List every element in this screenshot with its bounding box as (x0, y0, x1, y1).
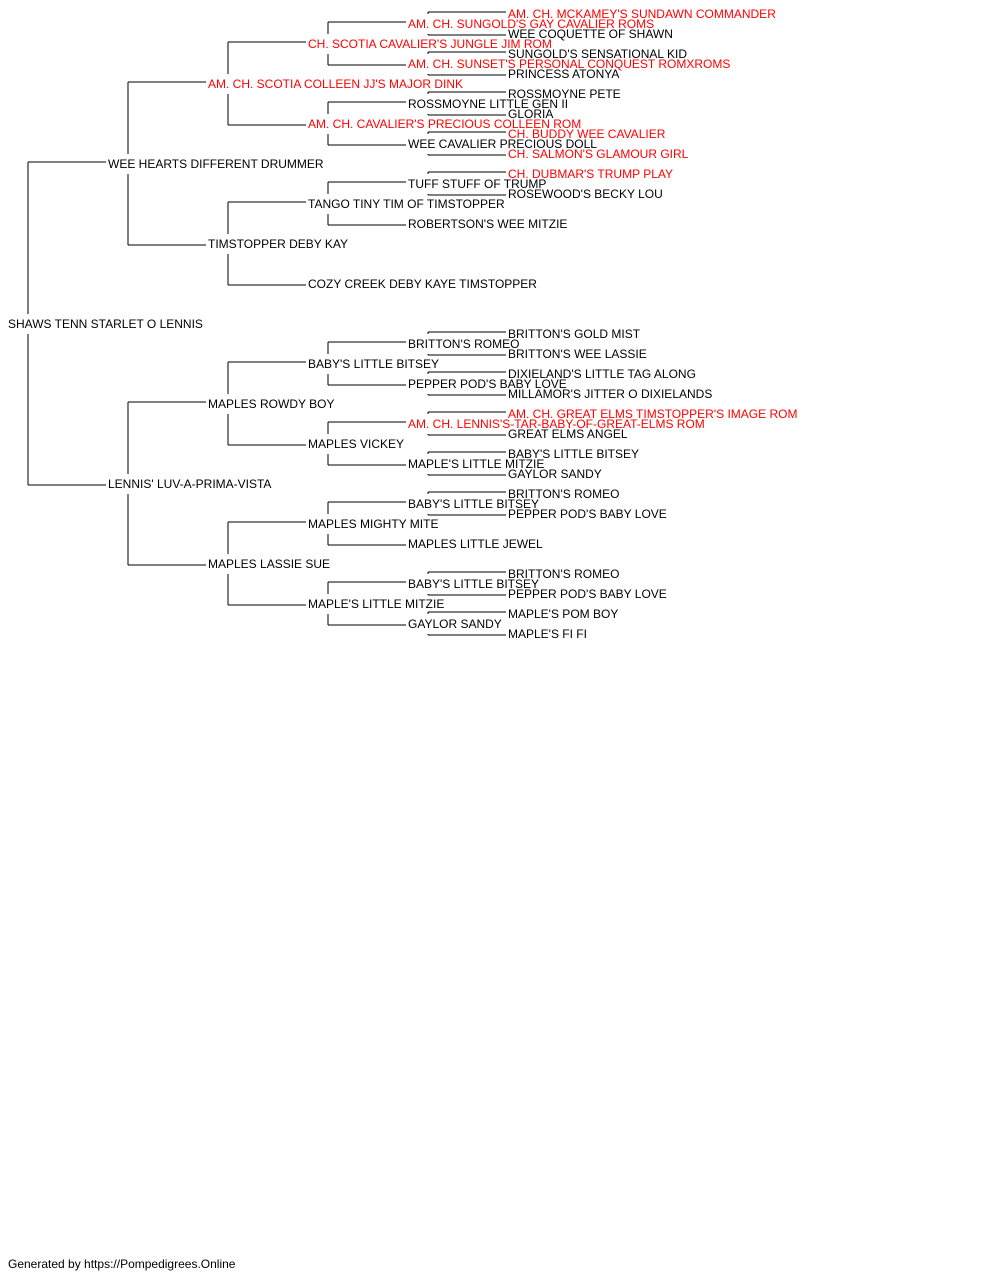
footer-credit: Generated by https://Pompedigrees.Online (8, 1257, 236, 1271)
pedigree-node: ROSEWOOD'S BECKY LOU (508, 187, 663, 201)
pedigree-node: ROBERTSON'S WEE MITZIE (408, 217, 568, 231)
pedigree-node: AM. CH. GREAT ELMS TIMSTOPPER'S IMAGE RO… (508, 407, 798, 421)
pedigree-node: CH. SCOTIA CAVALIER'S JUNGLE JIM ROM (308, 37, 552, 51)
pedigree-node: BRITTON'S ROMEO (408, 337, 520, 351)
pedigree-node: MAPLE'S FI FI (508, 627, 587, 641)
pedigree-node: PEPPER POD'S BABY LOVE (408, 377, 567, 391)
pedigree-node: MAPLES LASSIE SUE (208, 557, 331, 571)
pedigree-node: GLORIA (508, 107, 554, 121)
pedigree-node: COZY CREEK DEBY KAYE TIMSTOPPER (308, 277, 537, 291)
pedigree-node: GAYLOR SANDY (508, 467, 602, 481)
pedigree-node: WEE COQUETTE OF SHAWN (508, 27, 673, 41)
pedigree-node: PEPPER POD'S BABY LOVE (508, 587, 667, 601)
pedigree-node: GAYLOR SANDY (408, 617, 502, 631)
pedigree-node: AM. CH. MCKAMEY'S SUNDAWN COMMANDER (508, 7, 776, 21)
pedigree-node: WEE CAVALIER PRECIOUS DOLL (408, 137, 597, 151)
pedigree-node: AM. CH. SUNSET'S PERSONAL CONQUEST ROMXR… (408, 57, 731, 71)
pedigree-node: TANGO TINY TIM OF TIMSTOPPER (308, 197, 505, 211)
pedigree-node: SHAWS TENN STARLET O LENNIS (8, 317, 203, 331)
pedigree-node: MAPLE'S POM BOY (508, 607, 619, 621)
pedigree-node: BABY'S LITTLE BITSEY (508, 447, 640, 461)
pedigree-node: ROSSMOYNE LITTLE GEN II (408, 97, 569, 111)
pedigree-node: PEPPER POD'S BABY LOVE (508, 507, 667, 521)
pedigree-node: MAPLES MIGHTY MITE (308, 517, 439, 531)
pedigree-node: MILLAMOR'S JITTER O DIXIELANDS (508, 387, 713, 401)
pedigree-node: BRITTON'S WEE LASSIE (508, 347, 647, 361)
pedigree-node: AM. CH. SCOTIA COLLEEN JJ'S MAJOR DINK (208, 77, 463, 91)
pedigree-node: CH. BUDDY WEE CAVALIER (508, 127, 666, 141)
pedigree-node: PRINCESS ATONYA (508, 67, 620, 81)
pedigree-node: BABY'S LITTLE BITSEY (408, 497, 540, 511)
pedigree-node: AM. CH. LENNIS'S-TAR-BABY-OF-GREAT-ELMS … (408, 417, 705, 431)
pedigree-node: CH. SALMON'S GLAMOUR GIRL (508, 147, 689, 161)
pedigree-node: MAPLES VICKEY (308, 437, 405, 451)
pedigree-node: BRITTON'S GOLD MIST (508, 327, 641, 341)
pedigree-node: ROSSMOYNE PETE (508, 87, 621, 101)
pedigree-node: BRITTON'S ROMEO (508, 487, 620, 501)
pedigree-node: TIMSTOPPER DEBY KAY (208, 237, 349, 251)
pedigree-node: TUFF STUFF OF TRUMP (408, 177, 547, 191)
pedigree-node: BRITTON'S ROMEO (508, 567, 620, 581)
pedigree-node: LENNIS' LUV-A-PRIMA-VISTA (108, 477, 272, 491)
pedigree-node: CH. DUBMAR'S TRUMP PLAY (508, 167, 673, 181)
pedigree-node: MAPLES ROWDY BOY (208, 397, 335, 411)
pedigree-node: BABY'S LITTLE BITSEY (308, 357, 440, 371)
pedigree-node: MAPLES LITTLE JEWEL (408, 537, 543, 551)
pedigree-node: AM. CH. SUNGOLD'S GAY CAVALIER ROMS (408, 17, 655, 31)
pedigree-node: SUNGOLD'S SENSATIONAL KID (508, 47, 687, 61)
pedigree-node: AM. CH. CAVALIER'S PRECIOUS COLLEEN ROM (308, 117, 582, 131)
pedigree-node: BABY'S LITTLE BITSEY (408, 577, 540, 591)
pedigree-node: MAPLE'S LITTLE MITZIE (308, 597, 445, 611)
pedigree-node: DIXIELAND'S LITTLE TAG ALONG (508, 367, 696, 381)
pedigree-node: MAPLE'S LITTLE MITZIE (408, 457, 545, 471)
pedigree-node: WEE HEARTS DIFFERENT DRUMMER (108, 157, 324, 171)
pedigree-node: GREAT ELMS ANGEL (508, 427, 628, 441)
